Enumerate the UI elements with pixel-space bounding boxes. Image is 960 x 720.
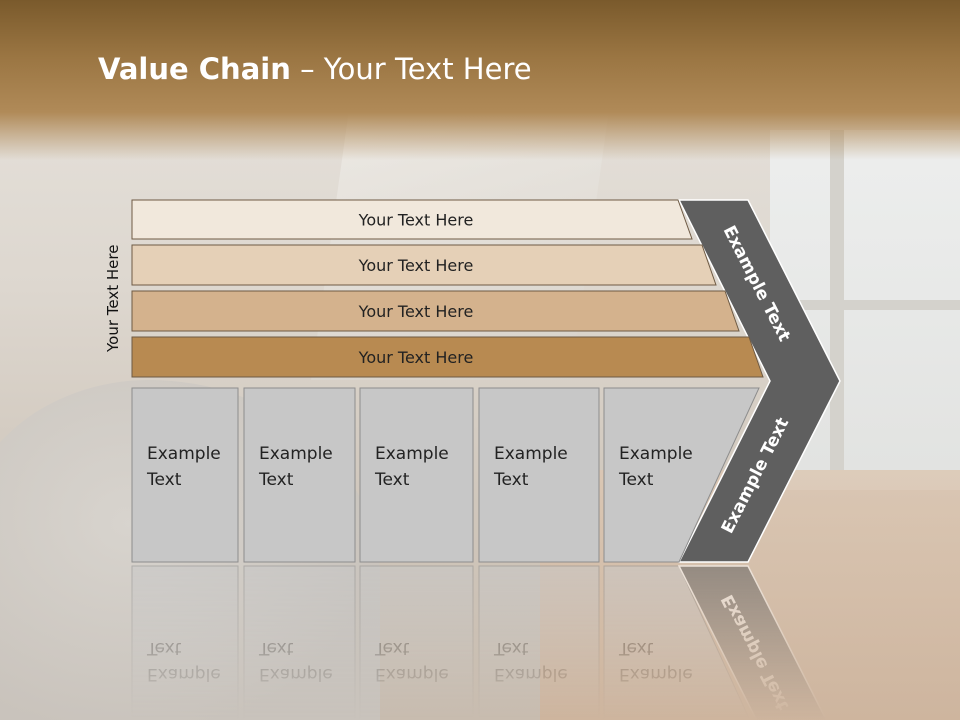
- bar-label: Your Text Here: [358, 256, 474, 275]
- activity-box[interactable]: [478, 387, 600, 563]
- activity-box-label-line2: Text: [258, 470, 294, 490]
- box-reflection-text: Text: [146, 638, 182, 658]
- activity-box[interactable]: [131, 387, 239, 563]
- title-rest: – Your Text Here: [290, 52, 532, 86]
- activity-box-label-line2: Text: [618, 470, 654, 490]
- activity-box-label-line1: Example: [619, 444, 693, 464]
- box-reflection-text: Example: [494, 664, 568, 684]
- activity-box[interactable]: [243, 387, 356, 563]
- box-reflection-text: Example: [259, 664, 333, 684]
- box-reflection-text: Text: [374, 638, 410, 658]
- activity-box[interactable]: [359, 387, 474, 563]
- activity-box-label-line1: Example: [375, 444, 449, 464]
- box-reflection-text: Text: [493, 638, 529, 658]
- chevron-reflection: [677, 565, 828, 720]
- activity-box-label-line1: Example: [147, 444, 221, 464]
- bar-label: Your Text Here: [358, 348, 474, 367]
- activity-box-label-line2: Text: [374, 470, 410, 490]
- title-bold: Value Chain: [98, 52, 291, 86]
- box-reflection: [478, 565, 600, 720]
- header-band: [0, 0, 960, 160]
- activity-box-label-line2: Text: [146, 470, 182, 490]
- activity-box-label-line1: Example: [259, 444, 333, 464]
- bar-label: Your Text Here: [358, 211, 474, 230]
- value-chain-bar[interactable]: [131, 290, 740, 332]
- activity-box[interactable]: [603, 387, 760, 563]
- window-frame: [770, 300, 960, 310]
- value-chain-bar[interactable]: [131, 336, 764, 378]
- box-reflection-text: Example: [375, 664, 449, 684]
- box-reflection-text: Text: [618, 638, 654, 658]
- box-reflection-text: Example: [147, 664, 221, 684]
- box-reflection-text: Example: [619, 664, 693, 684]
- value-chain-bar[interactable]: [131, 244, 717, 286]
- box-reflection: [359, 565, 474, 720]
- value-chain-bar[interactable]: [131, 199, 693, 240]
- activity-box-label-line1: Example: [494, 444, 568, 464]
- bar-label: Your Text Here: [358, 302, 474, 321]
- value-chain-chevron[interactable]: [677, 199, 841, 563]
- box-reflection: [131, 565, 239, 720]
- slide-title[interactable]: Value Chain – Your Text Here: [98, 52, 532, 86]
- activity-box-label-line2: Text: [493, 470, 529, 490]
- box-reflection: [243, 565, 356, 720]
- box-reflection-text: Text: [258, 638, 294, 658]
